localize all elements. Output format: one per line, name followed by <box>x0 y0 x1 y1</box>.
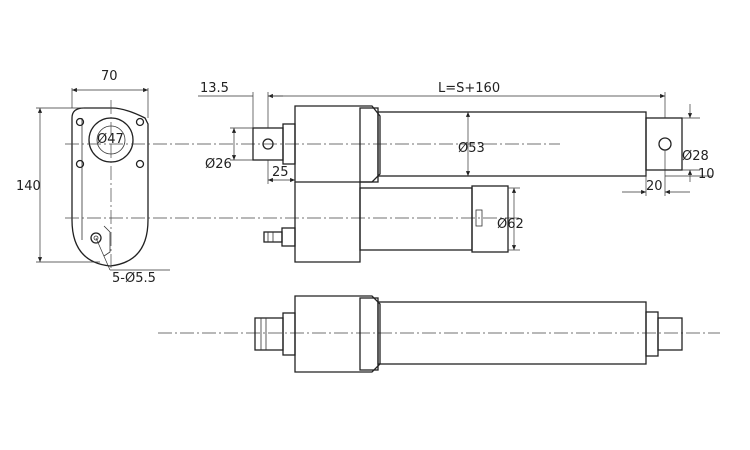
side-view <box>252 105 683 263</box>
dim-text-140: 140 <box>16 179 41 194</box>
bottom-view <box>158 295 720 373</box>
dim-text-tube: Ø53 <box>458 141 485 156</box>
dim-length: L=S+160 <box>268 81 666 118</box>
end-view <box>65 100 560 270</box>
dim-tube: Ø53 <box>458 112 485 176</box>
dim-text-holes: 5-Ø5.5 <box>112 271 156 286</box>
dim-holes: 5-Ø5.5 <box>95 237 170 286</box>
dim-70: 70 <box>71 69 149 118</box>
dim-text-length: L=S+160 <box>438 81 500 96</box>
dim-rod-eye: Ø26 <box>205 127 253 172</box>
dim-text-end-eye-20: 20 <box>646 179 663 194</box>
dim-text-13-5: 13.5 <box>200 81 229 96</box>
dim-13-5: 13.5 <box>198 81 283 128</box>
dim-text-70: 70 <box>101 69 118 84</box>
dim-end-eye: Ø28 10 20 <box>622 104 715 196</box>
dim-text-motor: Ø62 <box>497 217 524 232</box>
dim-motor: Ø62 <box>497 187 524 251</box>
dim-text-end-eye: Ø28 <box>682 149 709 164</box>
dim-rod-eye-len: 25 <box>267 160 296 184</box>
dim-text-bore: Ø47 <box>97 132 124 147</box>
dim-140: 140 <box>16 107 100 263</box>
dim-text-rod-eye: Ø26 <box>205 157 232 172</box>
dim-text-end-eye-10: 10 <box>698 167 715 182</box>
dim-text-rod-eye-len: 25 <box>272 165 289 180</box>
